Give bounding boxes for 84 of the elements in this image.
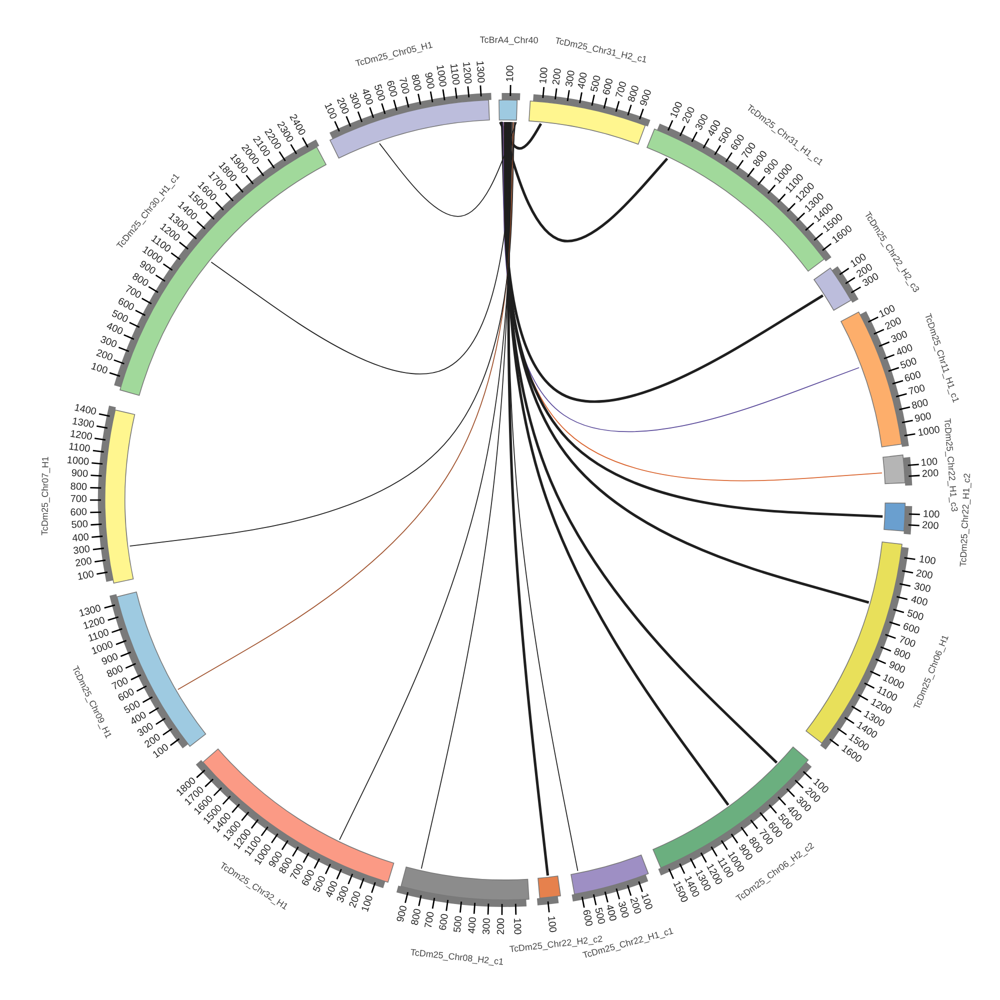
chromosome-label: TcBrA4_Chr40 xyxy=(480,34,538,46)
tick-label: 800 xyxy=(408,74,422,92)
tick-label: 100 xyxy=(918,555,936,568)
tick-label: 200 xyxy=(74,557,92,570)
tick-label: 700 xyxy=(897,634,916,650)
tick-label: 300 xyxy=(615,900,630,920)
tick-label: 700 xyxy=(908,384,927,398)
tick-label: 500 xyxy=(590,74,604,93)
tick-label: 1400 xyxy=(73,404,98,418)
tick-label: 1300 xyxy=(70,416,95,430)
tick-label: 400 xyxy=(72,532,90,544)
tick-label: 1100 xyxy=(68,442,91,456)
tick-label: 800 xyxy=(911,398,930,412)
tick-label: 1000 xyxy=(434,64,448,88)
chromosome-label: TcDm25_Chr22_H1_c3 xyxy=(942,418,960,512)
link-line xyxy=(499,121,542,150)
tick-label: 900 xyxy=(639,88,654,108)
tick-label: 800 xyxy=(70,482,88,493)
tick-label: 300 xyxy=(890,330,909,346)
tick-label: 400 xyxy=(468,916,480,934)
tick-label: 100 xyxy=(76,570,95,583)
tick-label: 1000 xyxy=(66,456,90,468)
tick-label: 700 xyxy=(614,80,630,100)
tick-label: 700 xyxy=(424,910,438,929)
link-line xyxy=(129,122,515,547)
chromosome-label: TcDm25_Chr07_H1 xyxy=(40,456,50,536)
tick-label: 1200 xyxy=(68,430,92,443)
tick-label: 500 xyxy=(900,356,919,372)
tick-label: 500 xyxy=(592,906,606,926)
tick-label: 500 xyxy=(70,520,88,532)
tick-label: 100 xyxy=(544,915,556,933)
tick-label: 1200 xyxy=(460,61,472,84)
tick-label: 900 xyxy=(396,904,410,924)
tick-label: 100 xyxy=(511,918,522,935)
chromosome-label: TcDm25_Chr22_H1_c2 xyxy=(958,473,972,567)
tick-label: 700 xyxy=(70,495,87,506)
tick-label: 400 xyxy=(577,72,590,90)
tick-label: 900 xyxy=(70,469,88,480)
tick-label: 900 xyxy=(887,660,906,676)
tick-label: 400 xyxy=(910,596,928,610)
tick-label: 200 xyxy=(916,568,934,582)
tick-label: 300 xyxy=(99,335,118,351)
tick-label: 200 xyxy=(94,348,114,364)
tick-label: 200 xyxy=(497,918,508,935)
tick-label: 600 xyxy=(904,370,923,385)
tick-label: 300 xyxy=(482,917,494,935)
tick-label: 900 xyxy=(422,72,435,90)
tick-label: 100 xyxy=(322,102,338,121)
link-line xyxy=(500,122,668,242)
tick-label: 600 xyxy=(70,508,88,518)
link-line xyxy=(500,122,824,403)
link-line xyxy=(420,122,512,870)
tick-label: 700 xyxy=(396,76,410,96)
tick-label: 200 xyxy=(552,68,564,86)
link-line xyxy=(379,122,517,217)
tick-label: 600 xyxy=(439,913,452,932)
link-line xyxy=(506,122,730,806)
tick-label: 600 xyxy=(902,622,921,636)
tick-label: 600 xyxy=(580,909,593,928)
tick-label: 100 xyxy=(921,457,938,469)
link-line xyxy=(507,122,550,876)
tick-label: 400 xyxy=(894,343,914,359)
tick-label: 100 xyxy=(90,362,109,376)
tick-label: 1300 xyxy=(474,60,485,84)
tick-label: 1000 xyxy=(916,425,940,439)
link-line xyxy=(177,122,514,690)
link-line xyxy=(339,122,513,840)
tick-label: 300 xyxy=(72,544,91,557)
tick-label: 100 xyxy=(539,66,551,84)
tick-label: 600 xyxy=(602,77,616,96)
tick-label: 100 xyxy=(360,894,376,914)
tick-label: 300 xyxy=(564,70,578,88)
tick-label: 100 xyxy=(506,65,516,82)
tick-label: 200 xyxy=(922,469,940,480)
tick-label: 500 xyxy=(906,608,925,623)
tick-label: 300 xyxy=(912,582,932,596)
tick-label: 200 xyxy=(922,521,940,532)
link-line xyxy=(210,122,516,374)
tick-label: 900 xyxy=(914,412,933,425)
tick-label: 400 xyxy=(604,904,618,922)
tick-label: 1100 xyxy=(447,63,460,86)
tick-label: 500 xyxy=(454,915,466,933)
tick-label: 800 xyxy=(410,908,424,926)
tick-label: 100 xyxy=(922,510,940,520)
